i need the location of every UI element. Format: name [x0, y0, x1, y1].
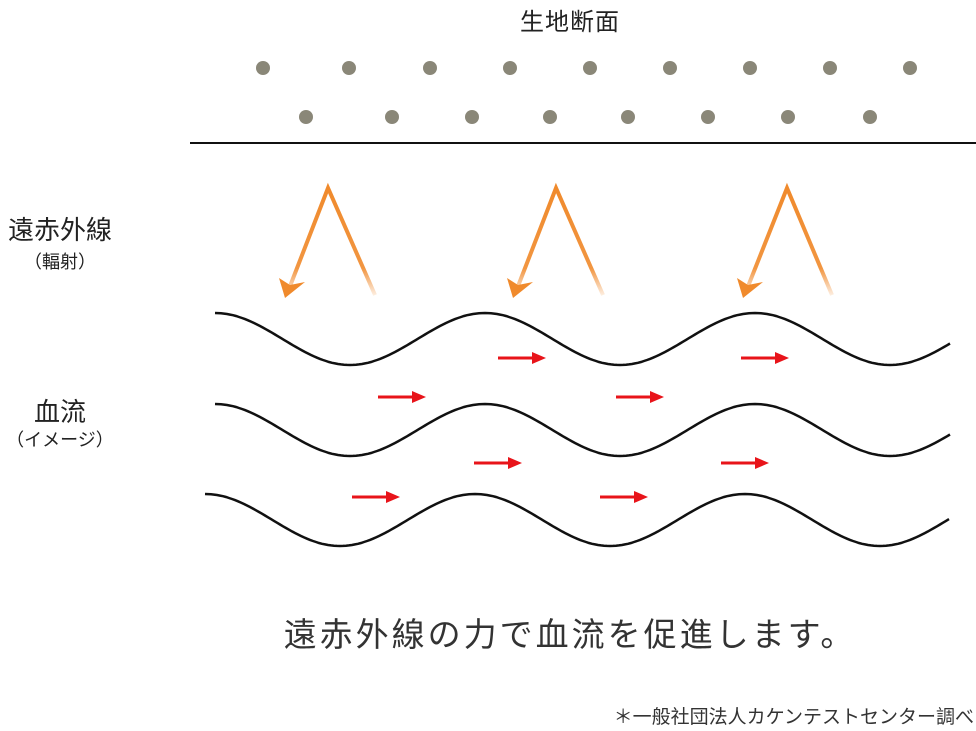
fiber-dot [543, 110, 557, 124]
fiber-dot [503, 61, 517, 75]
infrared-ray [507, 182, 605, 298]
blood-flow-wave [214, 402, 951, 458]
blood-flow-wave [214, 311, 951, 367]
flow-arrow [616, 391, 664, 403]
fiber-dot [823, 61, 837, 75]
flow-arrow [474, 457, 522, 469]
fiber-dot [583, 61, 597, 75]
caption: 遠赤外線の力で血流を促進します。 [283, 615, 857, 654]
fiber-dot [781, 110, 795, 124]
fiber-dot [701, 110, 715, 124]
fiber-dot [385, 110, 399, 124]
fiber-dot [621, 110, 635, 124]
fabric-section-title: 生地断面 [520, 8, 620, 36]
fiber-dot [465, 110, 479, 124]
fiber-dot [863, 110, 877, 124]
infrared-rays [279, 182, 834, 298]
flow-arrow [352, 491, 400, 503]
fabric-fibers [256, 61, 917, 124]
infrared-ray [737, 182, 834, 298]
far-infrared-sublabel: （輻射） [24, 252, 96, 273]
far-infrared-label: 遠赤外線 [7, 216, 112, 246]
fiber-dot [342, 61, 356, 75]
fiber-dot [299, 110, 313, 124]
fiber-dot [903, 61, 917, 75]
flow-arrow [721, 457, 769, 469]
blood-flow-sublabel: （イメージ） [6, 430, 114, 451]
fiber-dot [743, 61, 757, 75]
flow-arrow [498, 352, 546, 364]
flow-arrow [378, 391, 426, 403]
blood-flow-label: 血流 [33, 398, 86, 428]
source-note: ＊一般社団法人カケンテストセンター調べ [613, 706, 974, 728]
fiber-dot [663, 61, 677, 75]
blood-flow-waves [204, 311, 951, 548]
fiber-dot [256, 61, 270, 75]
blood-flow-arrows [352, 352, 789, 503]
flow-arrow [600, 491, 648, 503]
infrared-ray [279, 182, 377, 298]
fiber-dot [423, 61, 437, 75]
blood-flow-wave [204, 492, 950, 548]
flow-arrow [741, 352, 789, 364]
